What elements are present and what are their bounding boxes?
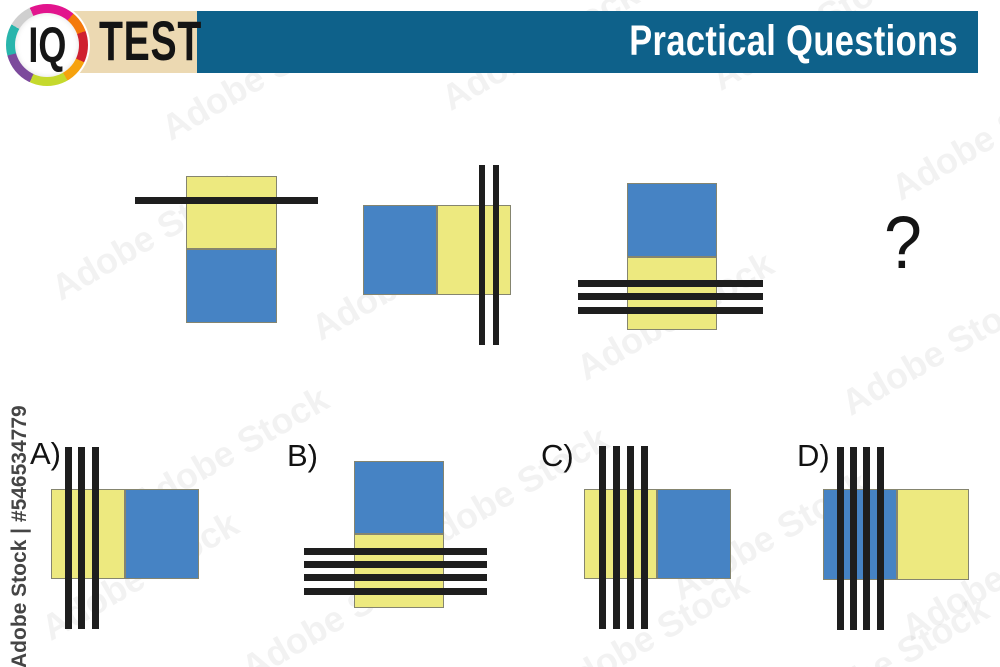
stripe-line <box>627 446 634 629</box>
stripe-line <box>92 447 99 629</box>
brand-test-label: TEST <box>99 9 202 72</box>
rect-segment-yellow <box>354 534 444 608</box>
option-label-a: A) <box>30 436 61 471</box>
header-banner: TEST Practical Questions IQ <box>0 0 1000 95</box>
rect-segment-blue <box>125 489 199 579</box>
rect-segment-yellow <box>51 489 125 579</box>
iq-logo-ring-icon: IQ <box>4 2 90 88</box>
option-label-c: C) <box>541 438 574 473</box>
stock-watermark: Adobe Stock | #546534779 <box>8 405 31 667</box>
rect-segment-blue <box>186 249 277 323</box>
stripe-line <box>863 447 870 630</box>
option-a-figure <box>51 489 199 579</box>
question-mark: ? <box>884 201 922 284</box>
rect-segment-yellow <box>437 205 511 295</box>
option-c-figure <box>584 489 731 579</box>
stripe-line <box>78 447 85 629</box>
option-label-d: D) <box>797 438 830 473</box>
stripe-line <box>304 548 487 555</box>
stripe-line <box>493 165 499 345</box>
stripe-line <box>641 446 648 629</box>
stripe-line <box>850 447 857 630</box>
rect-segment-blue <box>354 461 444 534</box>
stripe-line <box>578 280 763 287</box>
stripe-line <box>479 165 485 345</box>
rect-segment-blue <box>823 489 897 580</box>
title-bar <box>197 11 978 73</box>
rect-segment-blue <box>363 205 437 295</box>
option-d-figure <box>823 489 969 580</box>
stripe-line <box>837 447 844 630</box>
stripe-line <box>304 588 487 595</box>
iq-logo-inner: IQ <box>15 13 79 77</box>
rect-segment-blue <box>627 183 717 257</box>
rect-segment-blue <box>657 489 731 579</box>
page-title: Practical Questions <box>629 17 958 65</box>
option-b-figure <box>354 461 444 608</box>
stripe-line <box>304 574 487 581</box>
example-figure-1 <box>186 176 277 323</box>
rect-segment-yellow <box>897 489 969 580</box>
example-figure-2 <box>363 205 511 295</box>
stripe-line <box>599 446 606 629</box>
stripe-line <box>65 447 72 629</box>
stripe-line <box>877 447 884 630</box>
option-label-b: B) <box>287 438 318 473</box>
stripe-line <box>578 307 763 314</box>
stripe-line <box>135 197 318 204</box>
stripe-line <box>578 293 763 300</box>
rect-segment-yellow <box>186 176 277 249</box>
iq-logo-text: IQ <box>27 17 66 73</box>
stripe-line <box>613 446 620 629</box>
stripe-line <box>304 561 487 568</box>
